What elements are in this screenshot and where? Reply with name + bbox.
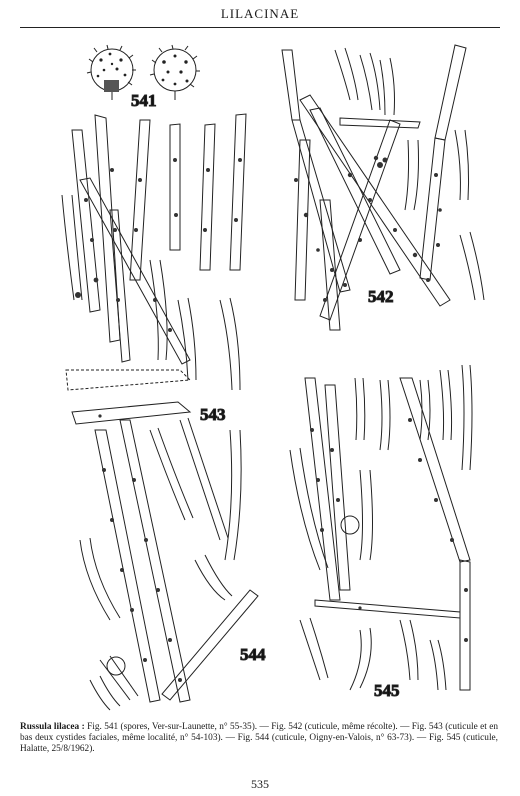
fig-544-cuticle: 544 bbox=[79, 417, 267, 711]
fig-542-cuticle: 542 bbox=[281, 44, 485, 331]
caption-species: Russula lilacea : bbox=[20, 722, 85, 732]
fig-541-spores bbox=[86, 44, 200, 100]
fig-542-label: 542 bbox=[368, 287, 394, 306]
fig-545-label: 545 bbox=[374, 681, 400, 700]
fig-543-label: 543 bbox=[200, 405, 226, 424]
fig-545-cuticle: 545 bbox=[289, 364, 473, 701]
fig-543-cuticle: 541 543 bbox=[61, 91, 247, 425]
caption-text: Fig. 541 (spores, Ver-sur-Launette, n° 5… bbox=[20, 722, 498, 755]
figure-caption: Russula lilacea : Fig. 541 (spores, Ver-… bbox=[20, 722, 498, 756]
page-number: 535 bbox=[251, 777, 269, 791]
header-rule bbox=[20, 27, 500, 28]
fig-544-label: 544 bbox=[240, 645, 266, 664]
running-header: LILACINAE bbox=[220, 6, 300, 21]
fig-541-label: 541 bbox=[131, 91, 157, 110]
